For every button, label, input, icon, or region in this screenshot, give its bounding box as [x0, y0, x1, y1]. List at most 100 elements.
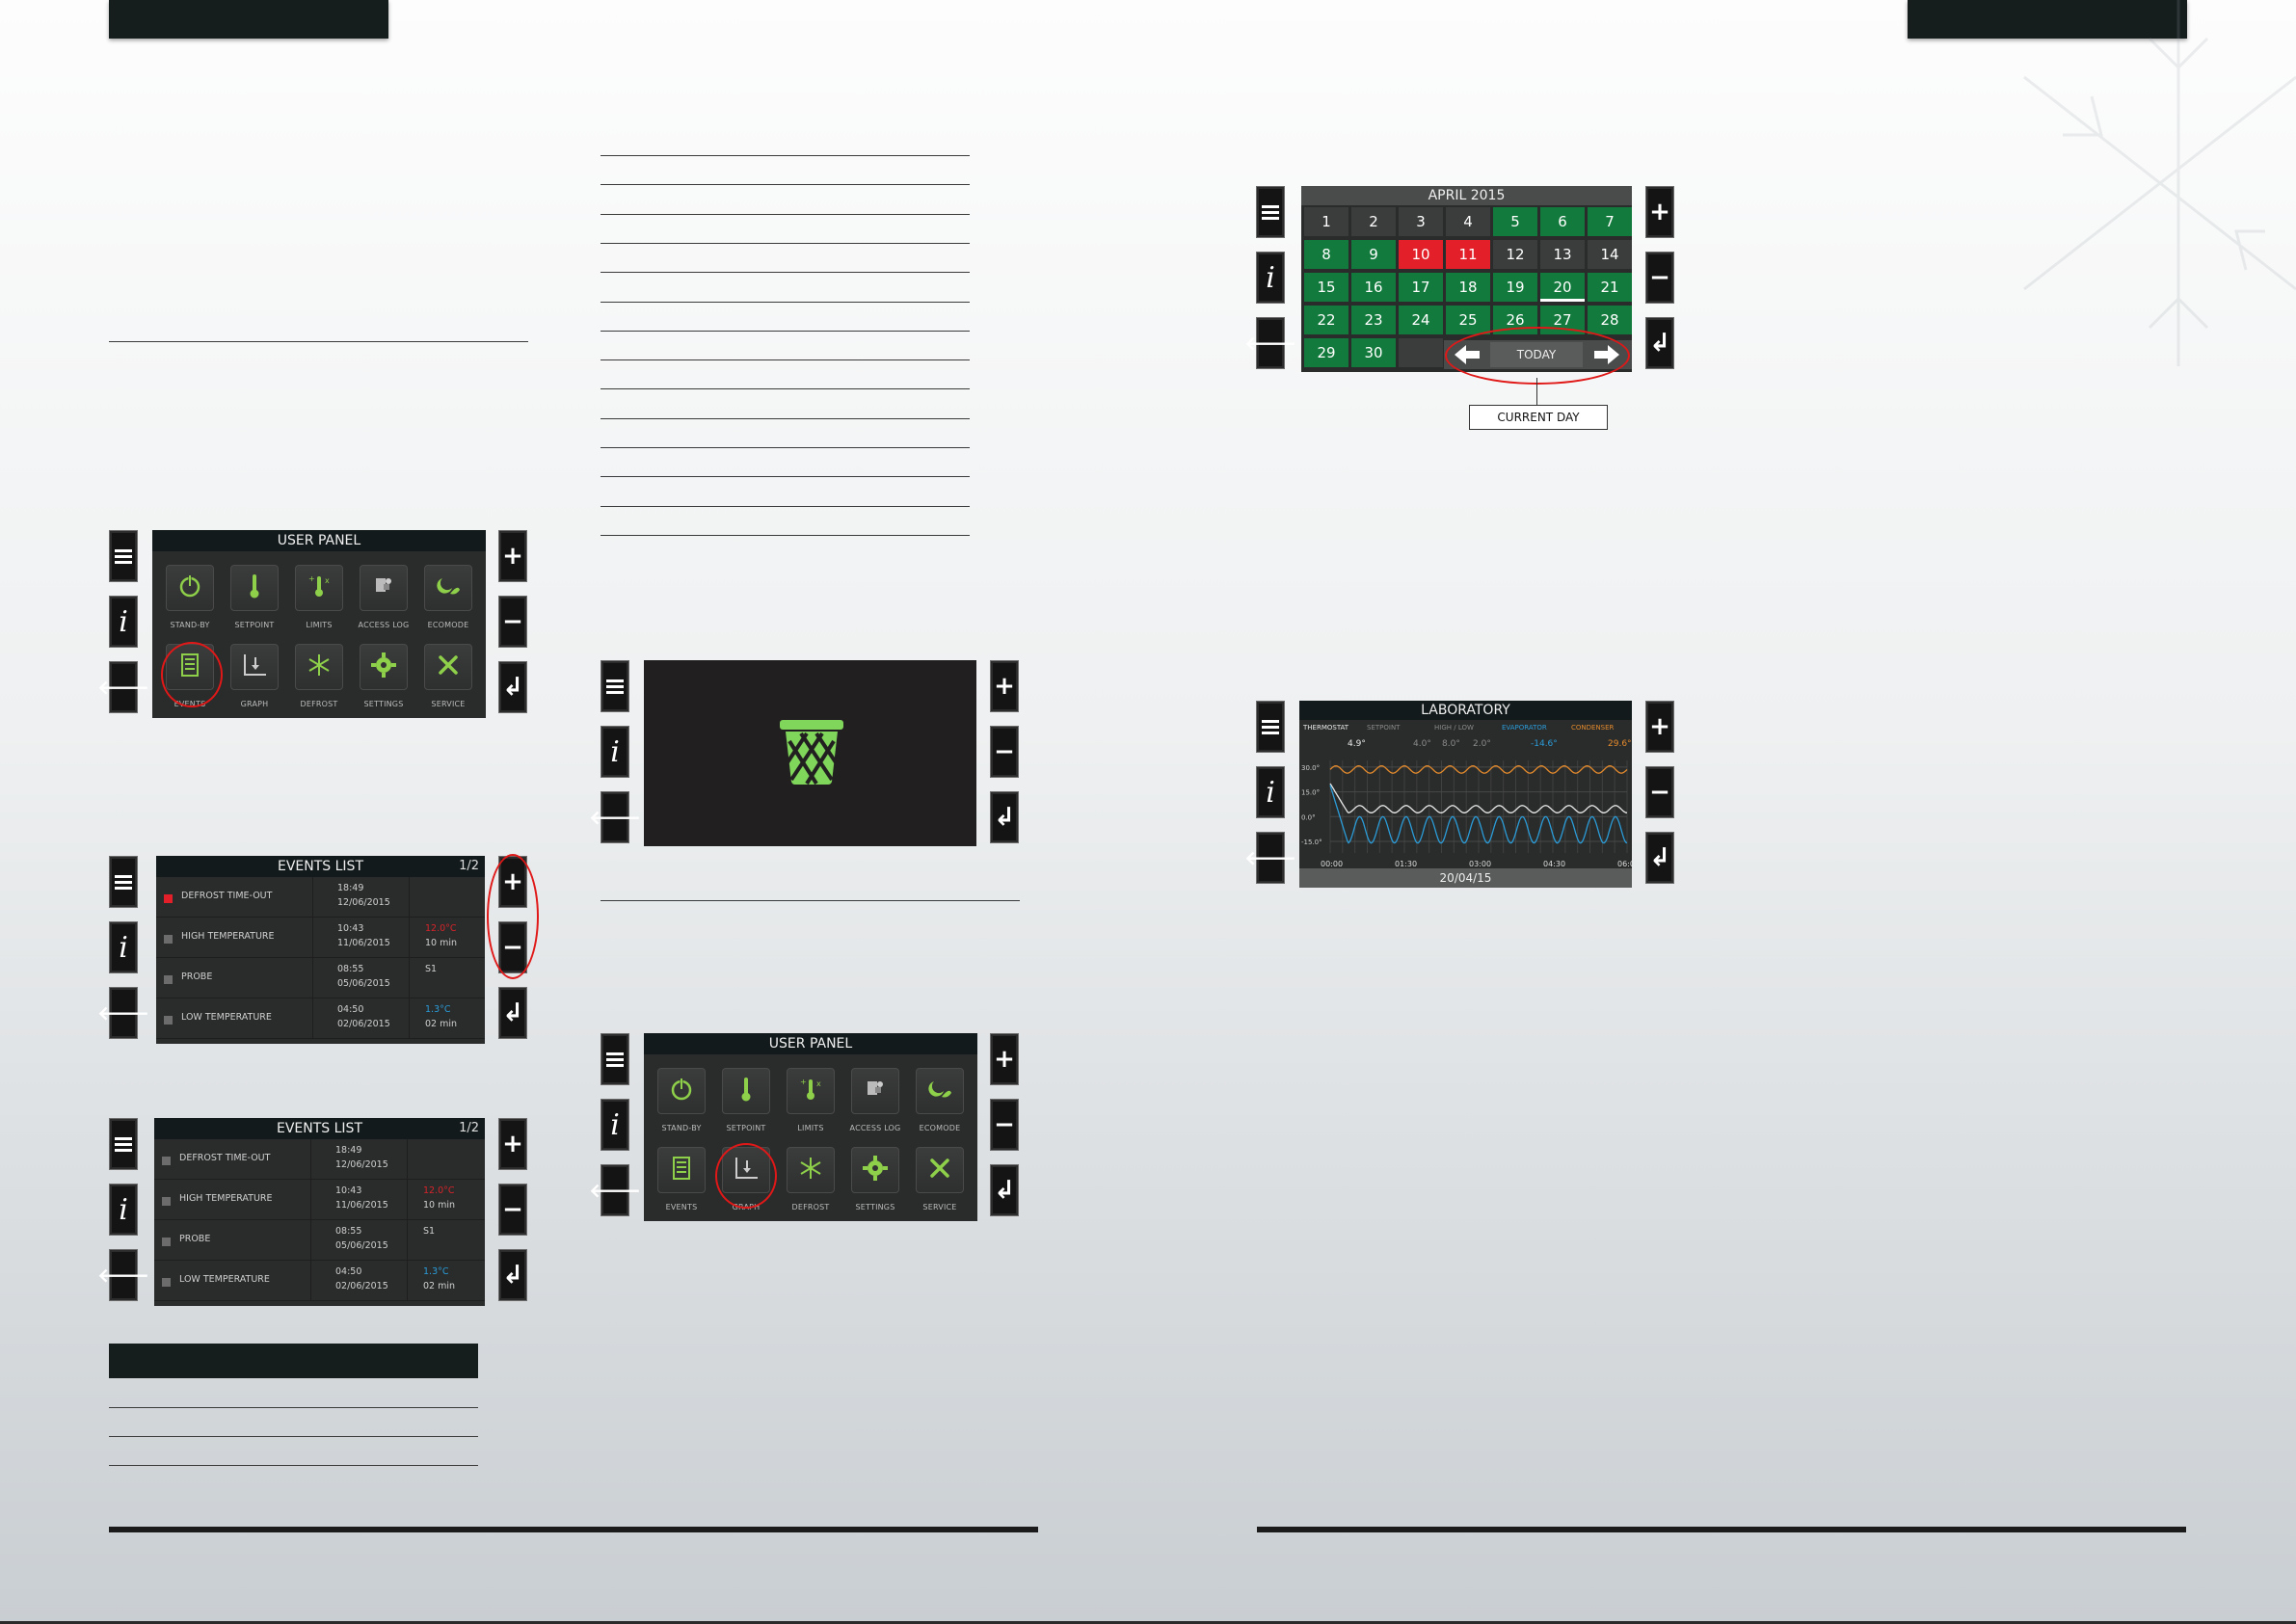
plus-key[interactable]: + [990, 660, 1019, 712]
calendar-day[interactable]: 30 [1351, 338, 1396, 367]
calendar-day[interactable]: 3 [1399, 207, 1443, 236]
calendar-day[interactable]: 11 [1446, 240, 1490, 269]
calendar-day[interactable]: 6 [1540, 207, 1585, 236]
menu-key[interactable] [109, 530, 138, 582]
tile-settings[interactable] [360, 644, 408, 690]
calendar-day[interactable]: 19 [1493, 273, 1537, 302]
back-key[interactable]: 🡐 [97, 661, 149, 713]
y-tick-label: -15.0° [1301, 839, 1322, 846]
minus-key[interactable]: − [990, 1099, 1019, 1151]
enter-key[interactable]: ↲ [498, 987, 527, 1039]
tile-service[interactable] [424, 644, 472, 690]
plus-key[interactable]: + [1645, 186, 1674, 238]
back-key[interactable]: 🡐 [1244, 317, 1296, 369]
tile-graph[interactable] [230, 644, 279, 690]
calendar-day[interactable]: 12 [1493, 240, 1537, 269]
info-key[interactable]: i [1256, 766, 1285, 818]
calendar-day[interactable]: 10 [1399, 240, 1443, 269]
minus-key[interactable]: − [498, 596, 527, 648]
tile-ecomode[interactable] [916, 1068, 964, 1114]
tile-label: SETTINGS [855, 1203, 895, 1211]
enter-key[interactable]: ↲ [990, 1164, 1019, 1216]
tile-defrost[interactable] [295, 644, 343, 690]
event-time-cell [310, 1220, 408, 1260]
calendar-day[interactable]: 14 [1588, 240, 1632, 269]
info-key[interactable]: i [601, 1099, 629, 1151]
enter-key[interactable]: ↲ [498, 1249, 527, 1301]
calendar-day[interactable]: 18 [1446, 273, 1490, 302]
info-key[interactable]: i [109, 921, 138, 973]
tile-setpoint[interactable] [722, 1068, 770, 1114]
menu-key[interactable] [601, 660, 629, 712]
calendar-day[interactable]: 7 [1588, 207, 1632, 236]
plus-key[interactable]: + [990, 1033, 1019, 1085]
menu-key[interactable] [1256, 186, 1285, 238]
calendar-day[interactable]: 5 [1493, 207, 1537, 236]
enter-key[interactable]: ↲ [498, 661, 527, 713]
info-key[interactable]: i [1256, 252, 1285, 304]
back-key[interactable]: 🡐 [589, 1164, 641, 1216]
tile-ecomode[interactable] [424, 565, 472, 611]
back-key[interactable]: 🡐 [97, 987, 149, 1039]
tile-service[interactable] [916, 1147, 964, 1193]
back-key[interactable]: 🡐 [589, 791, 641, 843]
info-key[interactable]: i [601, 726, 629, 778]
calendar-day[interactable]: 23 [1351, 306, 1396, 334]
calendar-day[interactable]: 16 [1351, 273, 1396, 302]
back-key[interactable]: 🡐 [97, 1249, 149, 1301]
enter-key[interactable]: ↲ [1645, 832, 1674, 884]
tile-stand-by[interactable] [657, 1068, 706, 1114]
tile-events[interactable] [657, 1147, 706, 1193]
tile-limits[interactable]: +x [295, 565, 343, 611]
calendar-day[interactable]: 17 [1399, 273, 1443, 302]
tile-defrost[interactable] [787, 1147, 835, 1193]
calendar-day[interactable]: 29 [1304, 338, 1348, 367]
calendar-day[interactable]: 1 [1304, 207, 1348, 236]
enter-icon: ↲ [994, 1176, 1015, 1205]
plus-key[interactable]: + [498, 1118, 527, 1170]
calendar-day[interactable]: 21 [1588, 273, 1632, 302]
calendar-day[interactable]: 24 [1399, 306, 1443, 334]
limits-icon: +x [306, 572, 333, 603]
tile-stand-by[interactable] [166, 565, 214, 611]
calendar-day[interactable]: 4 [1446, 207, 1490, 236]
calendar-day[interactable]: 20 [1540, 273, 1585, 302]
tile-access-log[interactable] [851, 1068, 899, 1114]
menu-key[interactable] [109, 1118, 138, 1170]
back-key[interactable]: 🡐 [1244, 832, 1296, 884]
calendar-day[interactable]: 2 [1351, 207, 1396, 236]
calendar-day[interactable]: 15 [1304, 273, 1348, 302]
calendar-day[interactable]: 8 [1304, 240, 1348, 269]
tile-settings[interactable] [851, 1147, 899, 1193]
calendar-day[interactable]: 9 [1351, 240, 1396, 269]
minus-key[interactable]: − [498, 1184, 527, 1236]
plus-key[interactable]: + [498, 530, 527, 582]
tile-limits[interactable]: +x [787, 1068, 835, 1114]
menu-key[interactable] [601, 1033, 629, 1085]
minus-key[interactable]: − [1645, 252, 1674, 304]
enter-key[interactable]: ↲ [990, 791, 1019, 843]
plus-key[interactable]: + [1645, 701, 1674, 753]
minus-key[interactable]: − [990, 726, 1019, 778]
menu-key[interactable] [109, 856, 138, 908]
menu-key[interactable] [1256, 701, 1285, 753]
info-key[interactable]: i [109, 1184, 138, 1236]
tile-setpoint[interactable] [230, 565, 279, 611]
tile-access-log[interactable] [360, 565, 408, 611]
calendar-day[interactable]: 13 [1540, 240, 1585, 269]
calendar-day[interactable]: 25 [1446, 306, 1490, 334]
calendar-day[interactable]: 28 [1588, 306, 1632, 334]
minus-key[interactable]: − [1645, 766, 1674, 818]
event-time-cell [310, 1261, 408, 1300]
info-key[interactable]: i [109, 596, 138, 648]
calendar-day[interactable]: 22 [1304, 306, 1348, 334]
enter-key[interactable]: ↲ [1645, 317, 1674, 369]
